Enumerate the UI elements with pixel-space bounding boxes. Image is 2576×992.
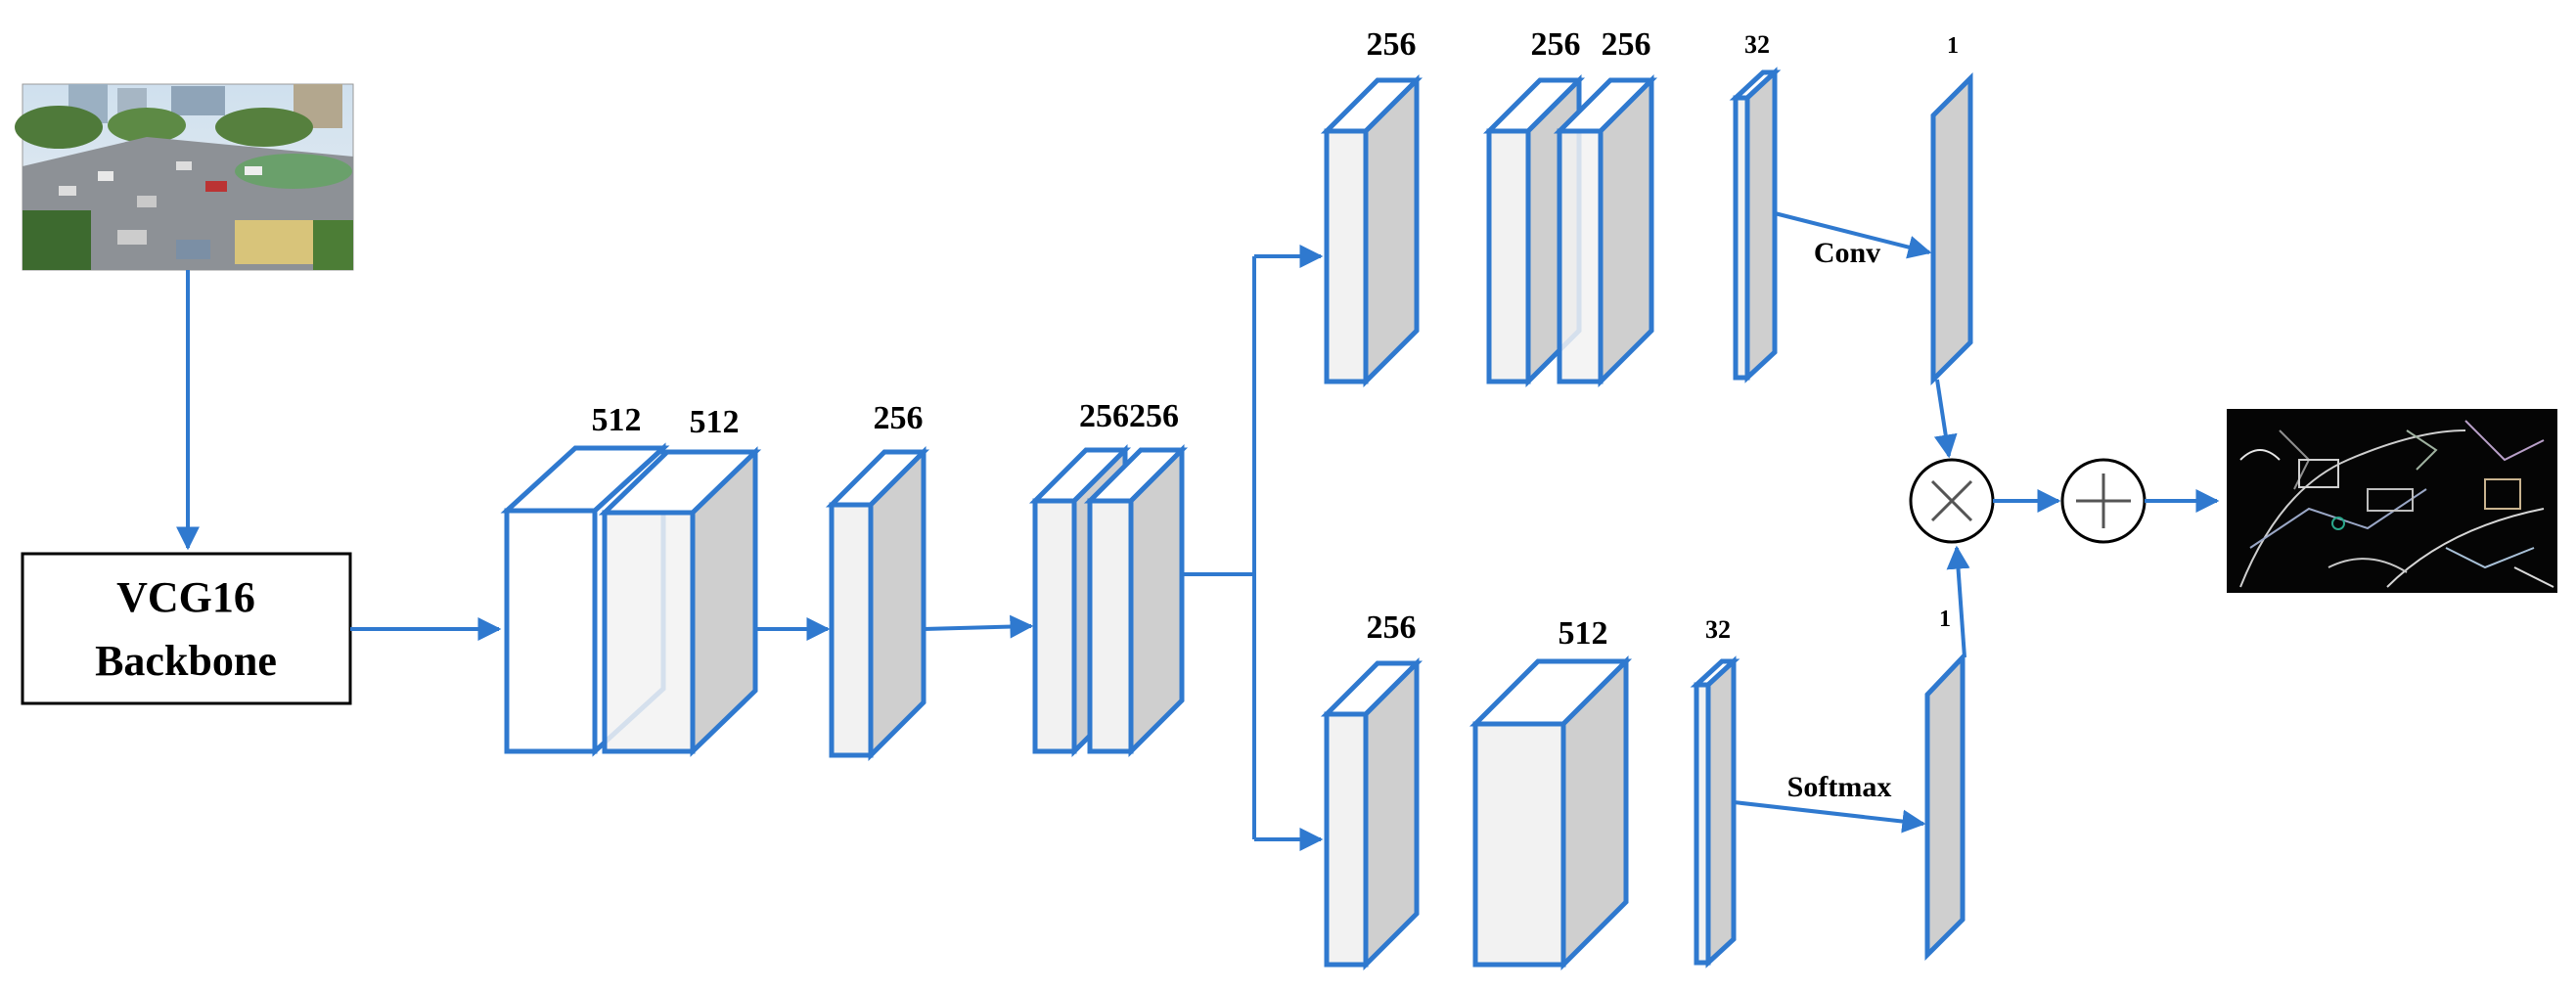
add-operator <box>2060 458 2147 544</box>
label-512-b: 512 <box>690 404 740 440</box>
label-softmax: Softmax <box>1787 771 1892 803</box>
label-conv: Conv <box>1814 237 1880 269</box>
label-256-main: 256 <box>874 400 924 436</box>
arrow-softmax <box>1733 800 1926 834</box>
feature-block-256 <box>825 445 930 762</box>
bottom-block-512 <box>1469 654 1633 971</box>
backbone-box: VCG16 Backbone <box>21 552 352 705</box>
label-bottom-256: 256 <box>1367 609 1417 646</box>
arrow-block2-to-block3 <box>923 614 1034 639</box>
label-top-32: 32 <box>1744 30 1770 59</box>
input-image <box>15 83 354 271</box>
feature-block-256-pair-b <box>1083 443 1189 758</box>
label-bottom-512: 512 <box>1559 615 1608 652</box>
multiply-operator <box>1909 458 1995 544</box>
label-bottom-32: 32 <box>1705 615 1731 644</box>
top-block-1 <box>1930 71 1973 386</box>
label-bottom-1: 1 <box>1939 607 1951 632</box>
label-512-a: 512 <box>592 402 642 438</box>
label-256256: 256256 <box>1079 398 1179 434</box>
output-image <box>2227 409 2557 593</box>
bottom-block-256 <box>1320 656 1424 971</box>
backbone-label-line1: VCG16 <box>116 573 255 621</box>
arrow-bottom-to-multiply <box>1946 545 1970 658</box>
top-block-256 <box>1320 73 1424 388</box>
top-block-32 <box>1729 67 1782 383</box>
split-connector <box>1182 256 1256 576</box>
label-top-256-a: 256 <box>1531 26 1581 63</box>
bottom-block-32 <box>1690 655 1740 969</box>
backbone-label-line2: Backbone <box>95 637 277 685</box>
bottom-block-1 <box>1924 651 1966 962</box>
label-top-256-b: 256 <box>1602 26 1651 63</box>
top-block-256-pair-b <box>1553 73 1658 388</box>
arrow-top-to-multiply <box>1933 379 1958 459</box>
feature-block-512-b <box>598 446 762 757</box>
label-top-256: 256 <box>1367 26 1417 63</box>
label-top-1: 1 <box>1947 33 1959 59</box>
arrow-conv <box>1774 211 1932 259</box>
